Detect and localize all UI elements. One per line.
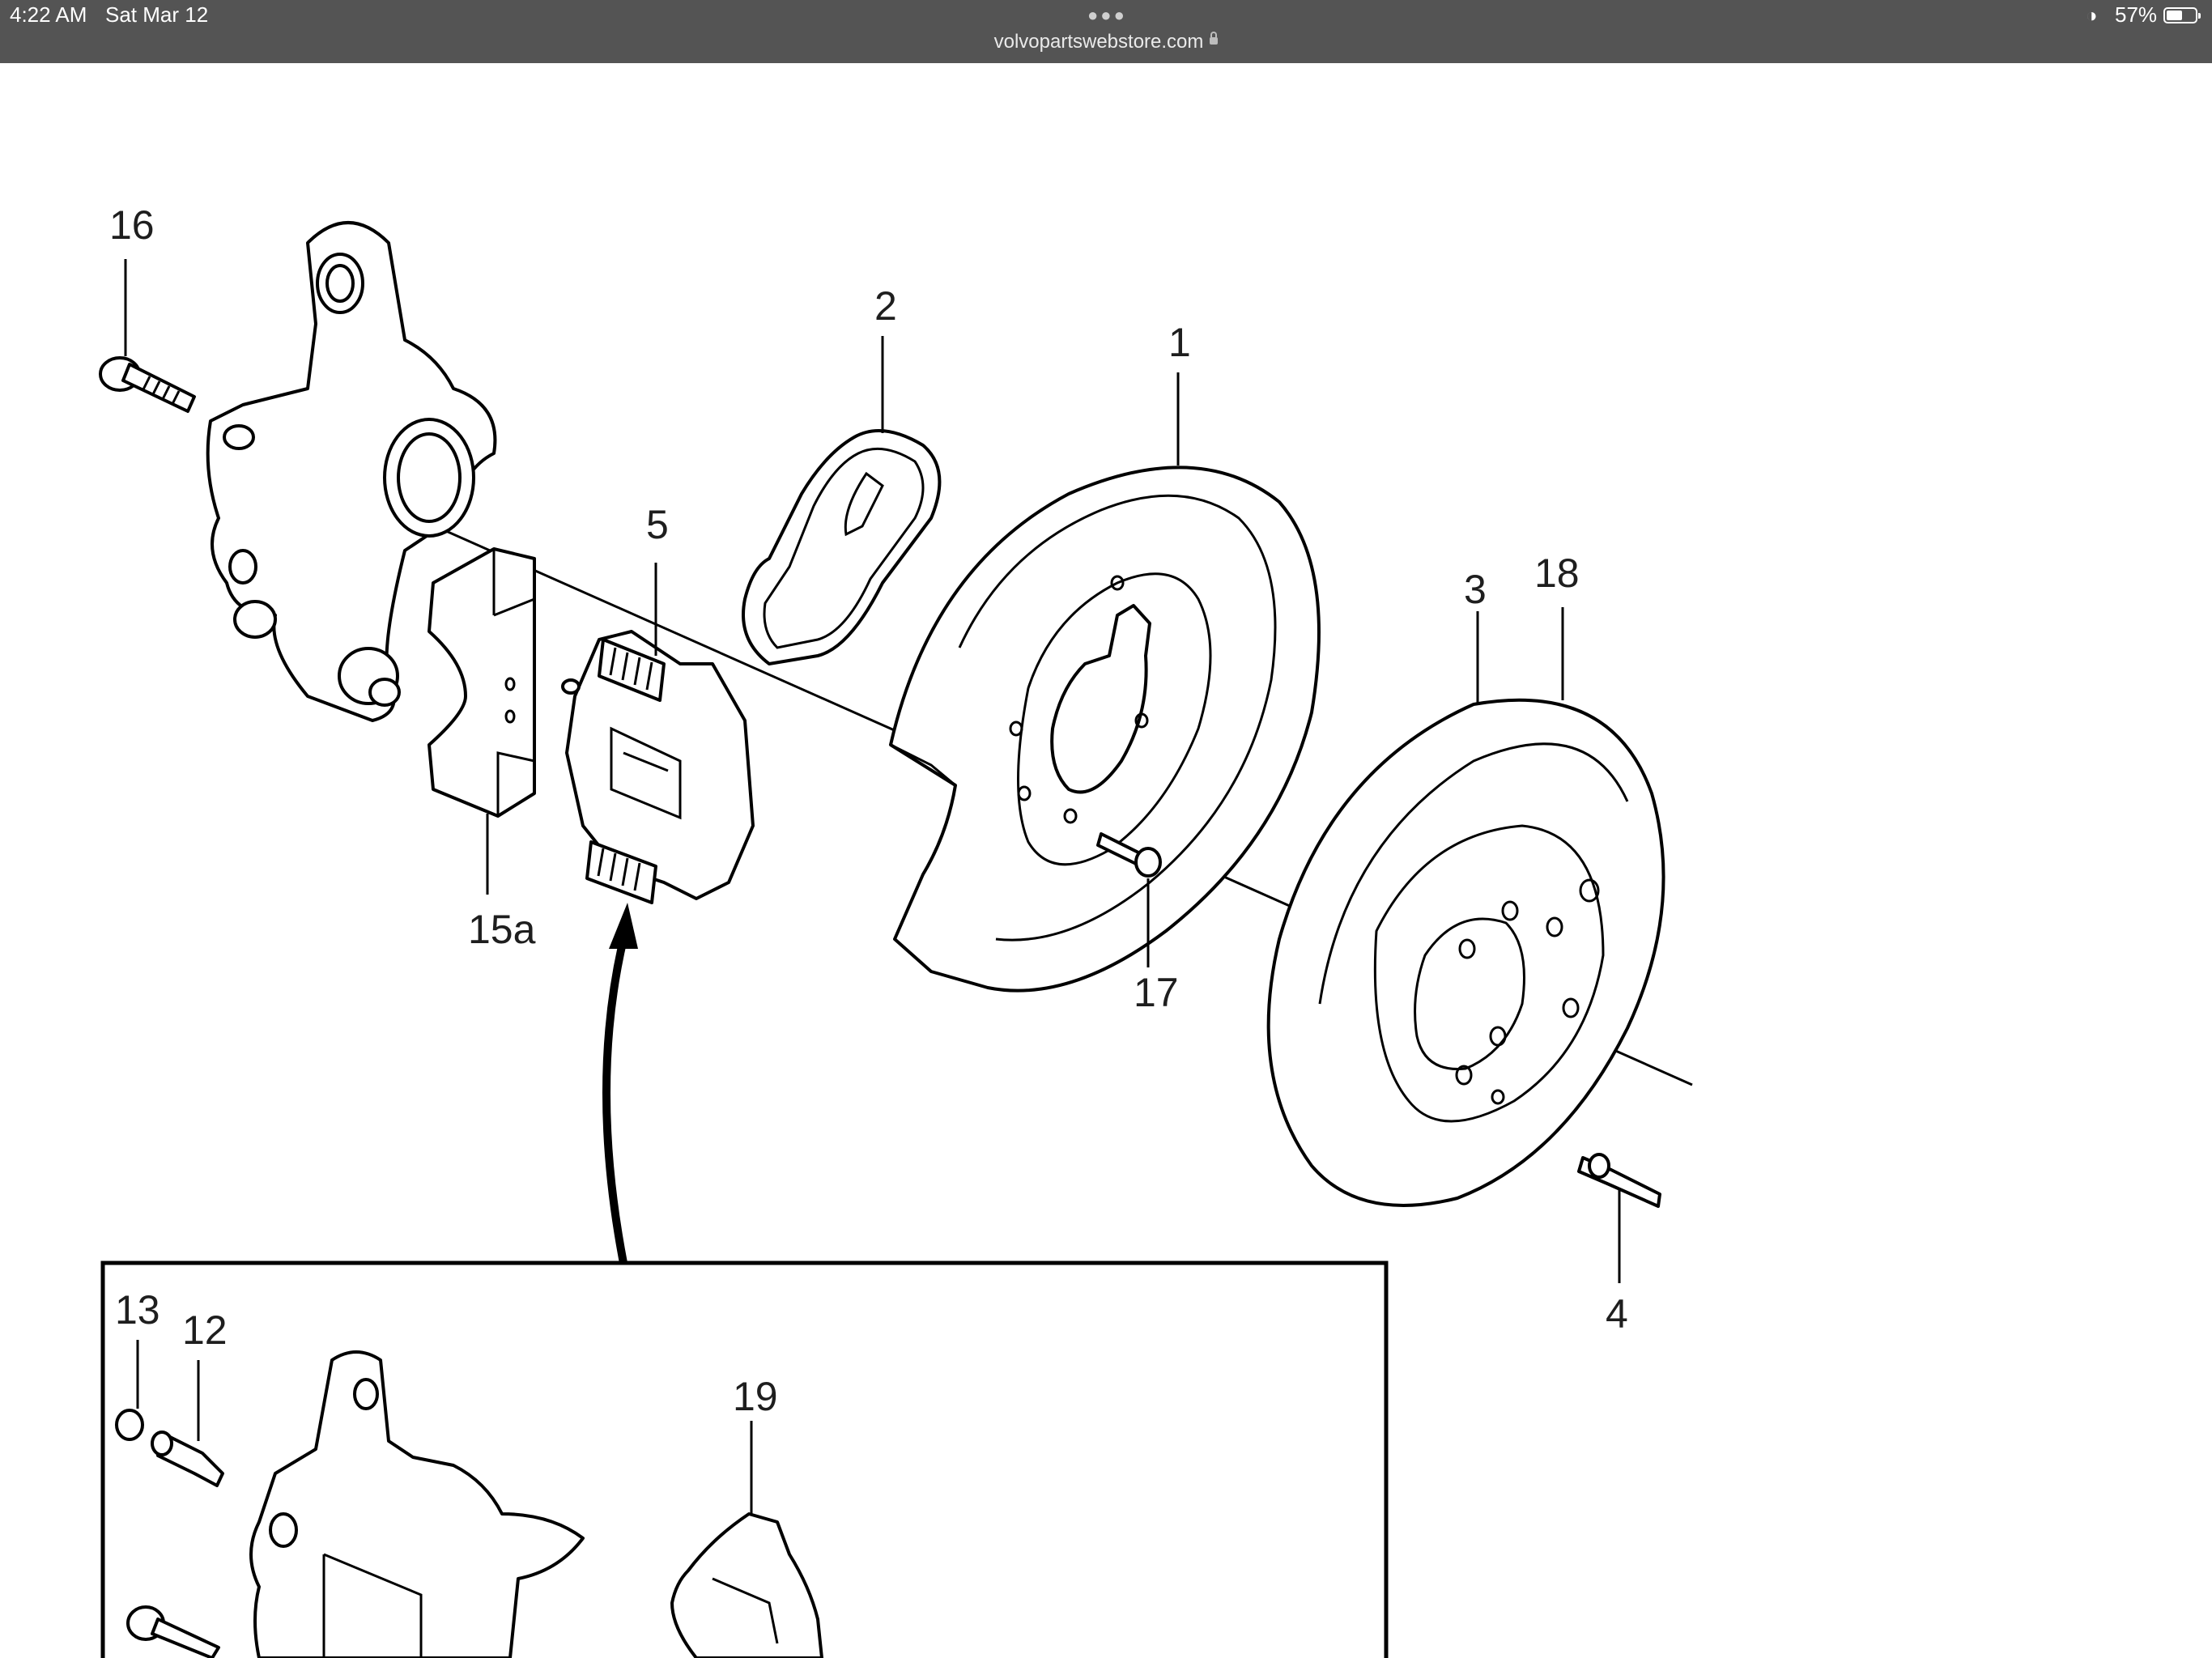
callout-13: 13 — [115, 1287, 160, 1333]
inset-bleeder-12[interactable] — [151, 1431, 224, 1487]
inset-bolt[interactable] — [126, 1605, 220, 1658]
caliper-5[interactable] — [561, 630, 755, 904]
splash-shield-1[interactable] — [889, 466, 1321, 993]
bolt-16[interactable] — [99, 356, 196, 413]
callout-16: 16 — [109, 202, 155, 248]
inset-bracket[interactable] — [249, 1350, 585, 1658]
callout-2: 2 — [874, 283, 897, 329]
detail-arrow — [602, 903, 638, 1264]
url-bar[interactable]: volvopartswebstore.com — [0, 31, 2212, 53]
callout-5: 5 — [646, 502, 669, 547]
screw-17[interactable] — [1096, 832, 1162, 878]
callout-19: 19 — [733, 1374, 778, 1419]
battery-fill — [2167, 11, 2183, 20]
battery-icon — [2163, 7, 2201, 23]
lock-icon — [1210, 32, 1219, 45]
brake-parts-diagram: 16 2 1 5 3 18 15a 17 4 13 12 19 — [99, 202, 1693, 1658]
wifi-icon: ◑ — [2086, 5, 2098, 27]
callout-3: 3 — [1464, 567, 1487, 612]
callout-17: 17 — [1134, 970, 1179, 1015]
status-bar: 4:22 AM Sat Mar 12 ●●● volvopartswebstor… — [0, 0, 2212, 63]
inset-bush-19[interactable] — [670, 1512, 823, 1658]
status-date: Sat Mar 12 — [105, 2, 209, 27]
callout-4: 4 — [1606, 1291, 1628, 1337]
callout-15a: 15a — [468, 907, 536, 952]
callout-12: 12 — [182, 1307, 228, 1353]
inset-nut-13[interactable] — [115, 1409, 144, 1441]
battery-percent: 57% — [2115, 2, 2158, 27]
callout-18: 18 — [1534, 551, 1580, 596]
detail-inset-box — [100, 1261, 1389, 1658]
wheel-stud-4[interactable] — [1577, 1153, 1661, 1208]
brake-disc-3[interactable] — [1266, 698, 1665, 1207]
gasket-2[interactable] — [742, 429, 942, 665]
knuckle[interactable] — [206, 221, 497, 722]
pad-15a[interactable] — [428, 547, 536, 818]
url-text: volvopartswebstore.com — [993, 31, 1204, 53]
status-time: 4:22 AM — [10, 2, 87, 27]
callout-1: 1 — [1168, 320, 1191, 365]
more-dots-icon[interactable]: ●●● — [1087, 5, 1127, 25]
